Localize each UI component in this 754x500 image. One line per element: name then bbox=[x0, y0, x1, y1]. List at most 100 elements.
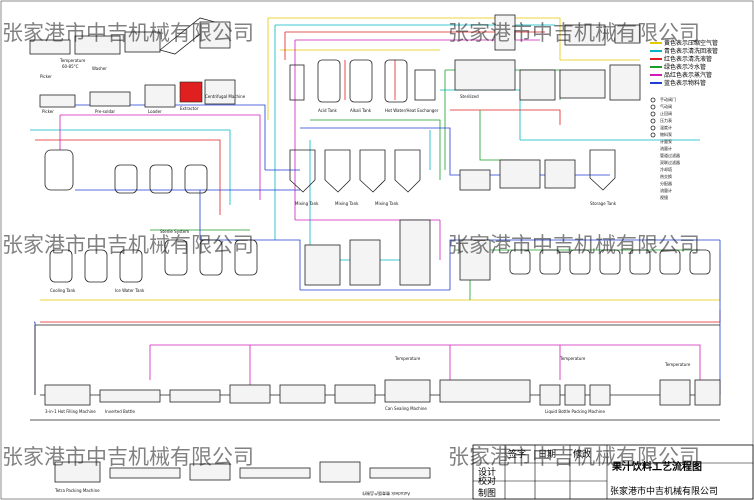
mixing-tank bbox=[324, 149, 351, 193]
check-valve-icon bbox=[650, 111, 656, 117]
buffer-tank bbox=[114, 164, 138, 194]
pre-solder-unit bbox=[89, 91, 131, 107]
ice-water-tank bbox=[119, 249, 143, 283]
legend-item: 黄色表示压缩空气管 bbox=[650, 39, 718, 47]
liquid-filler bbox=[564, 384, 586, 406]
sterile-tank bbox=[234, 239, 258, 276]
label-storage-tank: Storage Tank bbox=[590, 201, 617, 206]
label-bottle: Inverted Bottle bbox=[105, 409, 135, 414]
title-block: 签字 日期 修改 设计 校对 制图 果汁饮料工艺流程图 张家港市中吉机械有限公司 bbox=[472, 444, 754, 500]
symbol-label: 分配器 bbox=[660, 180, 672, 186]
filter-unit bbox=[544, 159, 576, 189]
label-picker-2: Picker bbox=[42, 109, 54, 114]
legend-item: 红色表示清洗液管 bbox=[650, 55, 712, 63]
label-temperature-2: Temperature bbox=[394, 356, 421, 361]
valve-icon bbox=[650, 97, 656, 103]
label-hot-water: Hot Water/Heat Exchanger bbox=[385, 108, 439, 113]
symbol-label: 热交换 bbox=[660, 173, 672, 179]
cip-tank-small bbox=[289, 64, 305, 101]
watermark-text: 张家港市中吉机械有限公司 bbox=[2, 233, 254, 257]
air-tank-unit bbox=[614, 24, 641, 44]
tetra-packing-machine bbox=[54, 461, 101, 483]
label-can-sealing: Can Sealing Machine bbox=[385, 406, 427, 411]
liquid-filler bbox=[539, 384, 561, 406]
packing-unit bbox=[694, 379, 721, 406]
label-temperature-4: Temperature bbox=[664, 362, 691, 367]
label-ice-water-tank: Ice Water Tank bbox=[115, 288, 145, 293]
watermark-text: 张家港市中吉机械有限公司 bbox=[2, 21, 254, 45]
aseptic-tank bbox=[569, 249, 591, 275]
legend-item: 品红色表示蒸汽管 bbox=[650, 71, 712, 79]
pressure-gauge-icon bbox=[650, 118, 656, 124]
raw-material-line: Temperature 60-85°C Picker Washer Picker… bbox=[29, 17, 246, 114]
title-col-date: 日期 bbox=[538, 449, 556, 460]
conveyor-section bbox=[369, 467, 431, 479]
label-mixing-tank: Mixing Tank bbox=[375, 201, 399, 206]
label-extractor: Extractor bbox=[180, 106, 199, 111]
buffer-tank bbox=[149, 164, 173, 194]
loader-unit bbox=[144, 84, 176, 108]
storage-tank bbox=[589, 149, 616, 191]
watermark-text: 张家港市中吉机械有限公司 bbox=[448, 445, 700, 469]
label-alkali-tank: Alkali Tank bbox=[350, 108, 372, 113]
buffer-tank bbox=[184, 164, 208, 194]
picker-table bbox=[39, 94, 76, 108]
elevator-unit bbox=[124, 31, 161, 53]
legend-text-air: 黄色表示压缩空气管 bbox=[664, 39, 718, 47]
symbol-label: 手动阀门 bbox=[660, 96, 676, 102]
symbol-label: 物料泵 bbox=[660, 131, 672, 137]
compressor-unit bbox=[564, 24, 606, 46]
label-temperature-3: Temperature bbox=[559, 356, 586, 361]
symbol-label: 双联过滤器 bbox=[660, 159, 680, 165]
pipe-network bbox=[30, 17, 721, 421]
inspection-unit bbox=[229, 384, 271, 404]
symbol-label: 压力表 bbox=[660, 117, 672, 123]
label-mixing-tank: Mixing Tank bbox=[335, 201, 359, 206]
pneumatic-valve-icon bbox=[650, 104, 656, 110]
hot-water-tank bbox=[384, 59, 408, 103]
cooling-tower bbox=[459, 239, 491, 281]
legend-text-cold: 绿色表示冷水管 bbox=[664, 63, 706, 71]
label-temp-range: 60-85°C bbox=[62, 64, 79, 69]
plate-heat-exchanger bbox=[304, 244, 341, 286]
aseptic-tank bbox=[599, 249, 621, 275]
heat-exchanger bbox=[414, 69, 436, 101]
drawing-title: 果汁饮料工艺流程图 bbox=[611, 460, 702, 473]
aseptic-tank bbox=[629, 249, 651, 275]
legend-text-return: 青色表示清洗回液管 bbox=[664, 47, 718, 55]
sterilizer-area: Sterilized bbox=[454, 14, 641, 101]
symbol-label: 流量计 bbox=[660, 187, 672, 193]
aseptic-tank bbox=[539, 249, 561, 275]
label-sterile-system: Sterile System bbox=[160, 229, 189, 234]
picker-unit bbox=[29, 39, 71, 55]
symbol-label: 止回阀 bbox=[660, 110, 672, 116]
shrink-wrapper bbox=[319, 461, 361, 483]
aseptic-tank bbox=[689, 249, 711, 275]
homogenizer-unit bbox=[519, 69, 556, 101]
label-sterilizer: Sterilized bbox=[460, 94, 479, 99]
straw-applicator bbox=[189, 463, 231, 481]
legend-text-material: 蓝色表示物料管 bbox=[664, 79, 706, 87]
packing-unit bbox=[659, 379, 691, 406]
can-sealing-machine bbox=[384, 379, 431, 403]
label-loader: Loader bbox=[148, 109, 162, 114]
title-col-sign: 签字 bbox=[508, 448, 526, 460]
symbol-legend: 手动阀门 气动阀 止回阀 压力表 温度计 物料泵 计量泵 流量计 管道过滤器 双… bbox=[650, 96, 680, 200]
label-autodesk: Autodesk 教育版产品制作 bbox=[362, 491, 410, 497]
boiler-unit bbox=[494, 14, 516, 51]
filling-line: 3-in-1 Hot Filling Machine Inverted Bott… bbox=[44, 356, 721, 414]
label-liquid-filling: Liquid Bottle Packing Machine bbox=[545, 409, 605, 414]
washer-unit bbox=[74, 35, 121, 55]
coding-unit bbox=[334, 384, 376, 404]
mixing-tank bbox=[289, 149, 316, 193]
extractor-unit bbox=[179, 81, 203, 103]
mixing-tank bbox=[394, 149, 421, 193]
thermometer-icon bbox=[650, 125, 656, 131]
filter-unit bbox=[499, 159, 541, 189]
aseptic-tank-row bbox=[509, 249, 711, 275]
sterilizer-unit bbox=[454, 59, 516, 91]
aseptic-tank bbox=[509, 249, 531, 275]
filter-area: Storage Tank bbox=[459, 149, 617, 206]
filter-unit bbox=[459, 169, 491, 191]
